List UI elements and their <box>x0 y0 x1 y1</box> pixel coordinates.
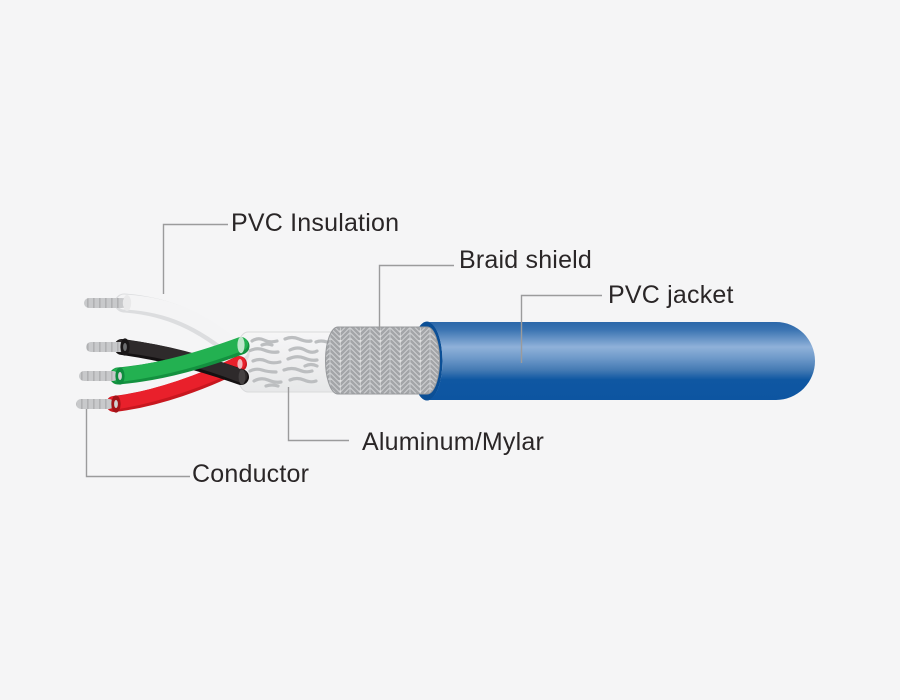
foil-texture-marks <box>247 335 329 388</box>
wire-green <box>109 337 250 385</box>
leader-lines <box>85 223 602 478</box>
label-pvc-jacket: PVC jacket <box>608 281 734 309</box>
wire-end-openings <box>111 295 132 413</box>
pvc-jacket-body <box>427 322 815 400</box>
aluminum-mylar-foil <box>234 331 346 393</box>
wire-cut-ends <box>237 336 246 385</box>
leader-pvc-insulation <box>162 223 228 294</box>
leader-conductor <box>85 409 190 478</box>
label-pvc-insulation: PVC Insulation <box>231 209 400 237</box>
conductor-tips <box>76 295 132 413</box>
leader-braid-shield <box>378 264 454 330</box>
leader-aluminum-mylar <box>287 387 349 442</box>
leader-pvc-jacket <box>520 294 602 363</box>
label-aluminum-mylar: Aluminum/Mylar <box>362 428 544 456</box>
label-conductor: Conductor <box>192 460 310 488</box>
braid-shield-section <box>325 326 440 395</box>
label-braid-shield: Braid shield <box>459 246 593 274</box>
inner-wires <box>106 293 250 412</box>
